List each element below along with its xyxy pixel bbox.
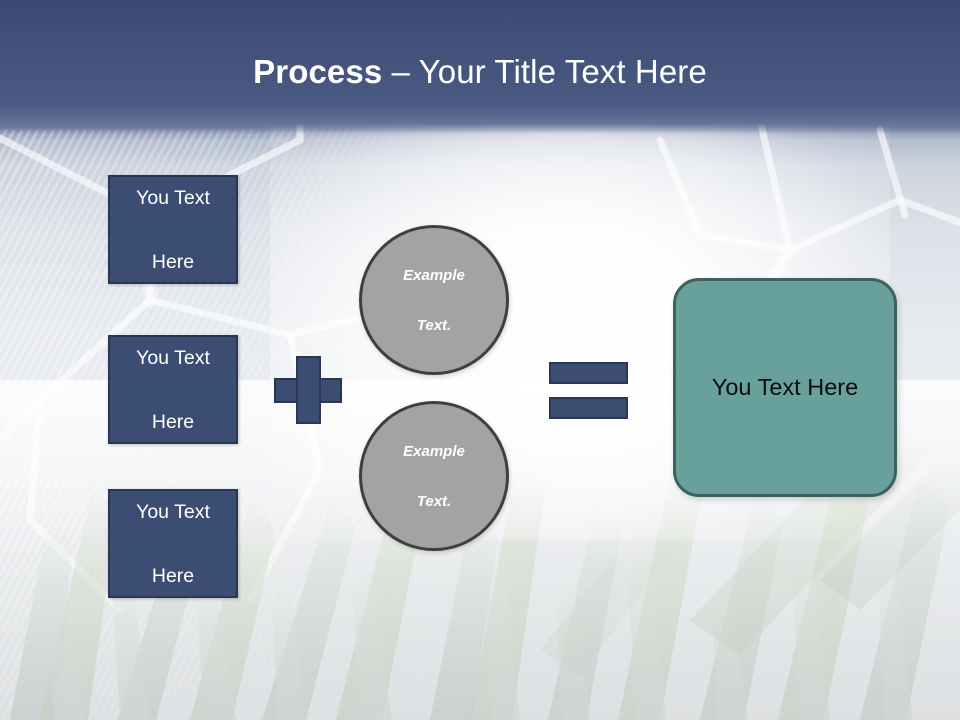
input-box-2-line1: You Text [136, 346, 210, 369]
input-box-2[interactable]: You Text Here [108, 335, 238, 444]
input-box-3[interactable]: You Text Here [108, 489, 238, 598]
input-box-1-line2: Here [151, 250, 195, 273]
slide-title-rest: – Your Title Text Here [382, 53, 707, 90]
equals-operator-icon[interactable] [549, 362, 628, 419]
plus-bar-vertical [296, 356, 321, 424]
result-box[interactable]: You Text Here [673, 278, 897, 497]
slide-header-band [0, 0, 960, 134]
modifier-circle-1-line2: Text. [416, 316, 452, 334]
input-box-3-line1: You Text [136, 500, 210, 523]
slide-title-strong: Process [253, 53, 383, 90]
modifier-circle-1[interactable]: Example Text. [359, 225, 509, 375]
input-box-1-line1: You Text [136, 186, 210, 209]
modifier-circle-2-line1: Example [403, 442, 465, 460]
plus-operator-icon[interactable] [274, 356, 342, 424]
modifier-circle-2[interactable]: Example Text. [359, 401, 509, 551]
equals-bar-bottom [549, 397, 628, 419]
modifier-circle-1-line1: Example [403, 266, 465, 284]
slide-title: Process – Your Title Text Here [0, 52, 960, 92]
input-box-3-line2: Here [151, 564, 195, 587]
equals-bar-top [549, 362, 628, 384]
input-box-2-line2: Here [151, 410, 195, 433]
modifier-circle-2-line2: Text. [416, 492, 452, 510]
result-box-label: You Text Here [711, 374, 859, 400]
input-box-1[interactable]: You Text Here [108, 175, 238, 284]
